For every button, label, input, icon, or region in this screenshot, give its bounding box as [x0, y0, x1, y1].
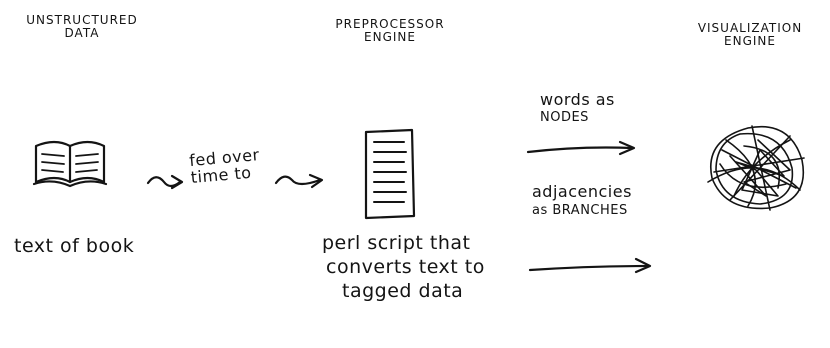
stage-label-line: ENGINE — [364, 29, 416, 44]
caption-line: words as — [540, 90, 615, 109]
caption-line: as BRANCHES — [532, 202, 628, 218]
arrow-icon — [528, 257, 652, 274]
stage-label-visualization-engine: VISUALIZATION ENGINE — [680, 22, 820, 47]
scribble-network-icon — [707, 125, 805, 211]
caption-text-of-book: text of book — [14, 235, 135, 257]
squiggle-arrow-icon — [274, 173, 324, 189]
caption-line: NODES — [540, 110, 589, 125]
stage-label-line: PREPROCESSOR — [335, 17, 445, 31]
caption-words-as-nodes: words as NODES — [540, 90, 615, 126]
open-book-icon — [32, 140, 108, 188]
stage-label-line: UNSTRUCTURED — [26, 13, 138, 27]
caption-adjacencies-as-branches: adjacencies as BRANCHES — [532, 182, 632, 220]
caption-line: adjacencies — [532, 182, 632, 201]
caption-line: tagged data — [342, 279, 464, 302]
stage-label-preprocessor-engine: PREPROCESSOR ENGINE — [320, 18, 460, 43]
caption-line: converts text to — [326, 255, 485, 278]
arrow-icon — [526, 140, 636, 156]
stage-label-line: VISUALIZATION — [697, 21, 803, 35]
document-icon — [364, 128, 416, 220]
stage-label-line: ENGINE — [724, 33, 776, 48]
caption-perl-script: perl script that converts text to tagged… — [322, 232, 485, 303]
squiggle-arrow-icon — [146, 174, 184, 190]
caption-line: perl script that — [322, 232, 471, 254]
stage-label-line: DATA — [64, 25, 100, 40]
stage-label-unstructured-data: UNSTRUCTURED DATA — [12, 14, 152, 39]
caption-fed-over-time: fed over time to — [188, 145, 262, 187]
